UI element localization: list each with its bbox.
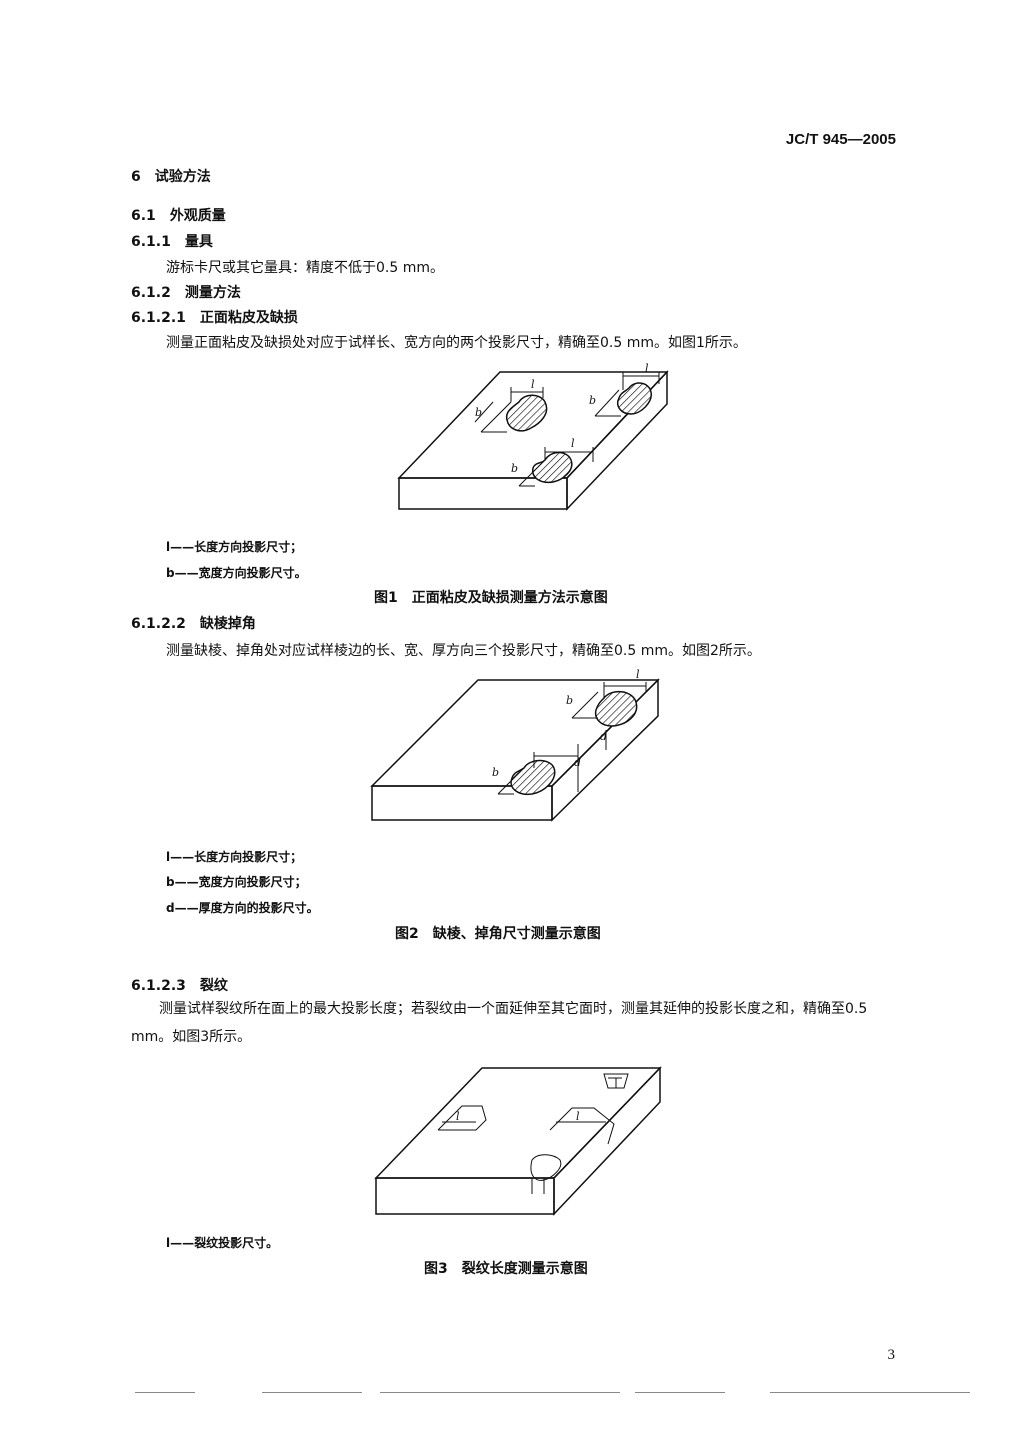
heading-title: 外观质量 bbox=[169, 208, 226, 224]
paragraph-6-1-2-2: 测量缺棱、掉角处对应试样棱边的长、宽、厚方向三个投影尺寸，精确至0.5 mm。如… bbox=[166, 643, 761, 659]
figure-1-legend-b: b——宽度方向投影尺寸。 bbox=[166, 566, 307, 580]
slab-top-face bbox=[374, 1067, 662, 1179]
heading-title: 测量方法 bbox=[184, 285, 241, 301]
corner-crack bbox=[530, 1154, 562, 1181]
figure-2-legend-b: b——宽度方向投影尺寸； bbox=[166, 875, 307, 889]
heading-number: 6.1.2 bbox=[131, 285, 171, 301]
heading-6-1-2: 6.1.2 测量方法 bbox=[131, 282, 241, 302]
dim-label-l: l bbox=[645, 362, 649, 375]
scan-artifact-line bbox=[135, 1392, 195, 1393]
dim-label-l: l bbox=[571, 437, 575, 450]
heading-6-1-2-3: 6.1.2.3 裂纹 bbox=[131, 975, 228, 995]
heading-number: 6.1.2.1 bbox=[131, 310, 186, 326]
dim-label-b: b bbox=[589, 394, 596, 407]
dim-label-b: b bbox=[492, 766, 499, 779]
heading-6-1-2-1: 6.1.2.1 正面粘皮及缺损 bbox=[131, 307, 298, 327]
figure-1-caption: 图1 正面粘皮及缺损测量方法示意图 bbox=[374, 587, 608, 607]
crack-line bbox=[437, 1105, 487, 1131]
dim-label-b: b bbox=[475, 406, 482, 419]
caption-text: 缺棱、掉角尺寸测量示意图 bbox=[432, 926, 601, 942]
figure-2-diagram: l b d d b bbox=[370, 668, 660, 822]
heading-number: 6.1.1 bbox=[131, 234, 171, 250]
heading-number: 6.1 bbox=[131, 208, 156, 224]
slab-front-face bbox=[375, 1177, 555, 1215]
defect-blob bbox=[505, 394, 548, 432]
scan-artifact-line bbox=[262, 1392, 362, 1393]
crack-shape bbox=[603, 1073, 629, 1089]
heading-title: 正面粘皮及缺损 bbox=[199, 310, 298, 326]
heading-number: 6 bbox=[131, 169, 141, 185]
paragraph-6-1-1: 游标卡尺或其它量具：精度不低于0.5 mm。 bbox=[166, 260, 444, 276]
heading-number: 6.1.2.2 bbox=[131, 616, 186, 632]
heading-6-1-1: 6.1.1 量具 bbox=[131, 231, 213, 251]
dim-label-l: l bbox=[531, 378, 535, 391]
figure-1-diagram: l b l b l b bbox=[397, 362, 669, 511]
caption-number: 图3 bbox=[424, 1261, 448, 1277]
document-code: JC/T 945—2005 bbox=[785, 131, 896, 148]
scan-artifact-line bbox=[635, 1392, 725, 1393]
heading-title: 缺棱掉角 bbox=[199, 616, 256, 632]
scan-artifact-line bbox=[770, 1392, 970, 1393]
paragraph-6-1-2-1: 测量正面粘皮及缺损处对应于试样长、宽方向的两个投影尺寸，精确至0.5 mm。如图… bbox=[166, 335, 747, 351]
heading-title: 裂纹 bbox=[199, 978, 228, 994]
dim-label-l: l bbox=[576, 1110, 580, 1123]
slab-side-face bbox=[553, 1066, 661, 1216]
figure-3-diagram: l l bbox=[374, 1066, 662, 1216]
figure-3-legend-l: l——裂纹投影尺寸。 bbox=[166, 1236, 279, 1250]
dim-label-b: b bbox=[566, 694, 573, 707]
defect-blob bbox=[532, 451, 573, 484]
heading-6-1: 6.1 外观质量 bbox=[131, 205, 226, 225]
heading-number: 6.1.2.3 bbox=[131, 978, 186, 994]
caption-number: 图1 bbox=[374, 590, 398, 606]
figure-2-legend-l: l——长度方向投影尺寸； bbox=[166, 850, 303, 864]
paragraph-6-1-2-3: 测量试样裂纹所在面上的最大投影长度；若裂纹由一个面延伸至其它面时，测量其延伸的投… bbox=[131, 1001, 868, 1045]
heading-6-1-2-2: 6.1.2.2 缺棱掉角 bbox=[131, 613, 256, 633]
figure-2-caption: 图2 缺棱、掉角尺寸测量示意图 bbox=[395, 923, 601, 943]
caption-number: 图2 bbox=[395, 926, 419, 942]
dim-label-d: d bbox=[574, 756, 581, 769]
caption-text: 正面粘皮及缺损测量方法示意图 bbox=[411, 590, 608, 606]
figure-3-caption: 图3 裂纹长度测量示意图 bbox=[424, 1258, 588, 1278]
page-number: 3 bbox=[887, 1347, 896, 1363]
defect-blob bbox=[617, 382, 652, 415]
defect-blob bbox=[510, 759, 556, 796]
dim-label-l: l bbox=[456, 1110, 460, 1123]
heading-section-6: 6 试验方法 bbox=[131, 166, 211, 186]
defect-blob bbox=[594, 690, 638, 727]
dim-label-d: d bbox=[600, 730, 607, 743]
figure-2-legend-d: d——厚度方向的投影尺寸。 bbox=[166, 901, 319, 915]
scan-artifact-line bbox=[380, 1392, 620, 1393]
slab-front-face bbox=[398, 477, 568, 510]
dim-label-b: b bbox=[511, 462, 518, 475]
caption-text: 裂纹长度测量示意图 bbox=[461, 1261, 588, 1277]
figure-1-legend-l: l——长度方向投影尺寸； bbox=[166, 540, 303, 554]
crack-line bbox=[549, 1107, 615, 1145]
heading-title: 量具 bbox=[184, 234, 213, 250]
dim-label-l: l bbox=[636, 668, 640, 681]
heading-title: 试验方法 bbox=[154, 169, 211, 185]
